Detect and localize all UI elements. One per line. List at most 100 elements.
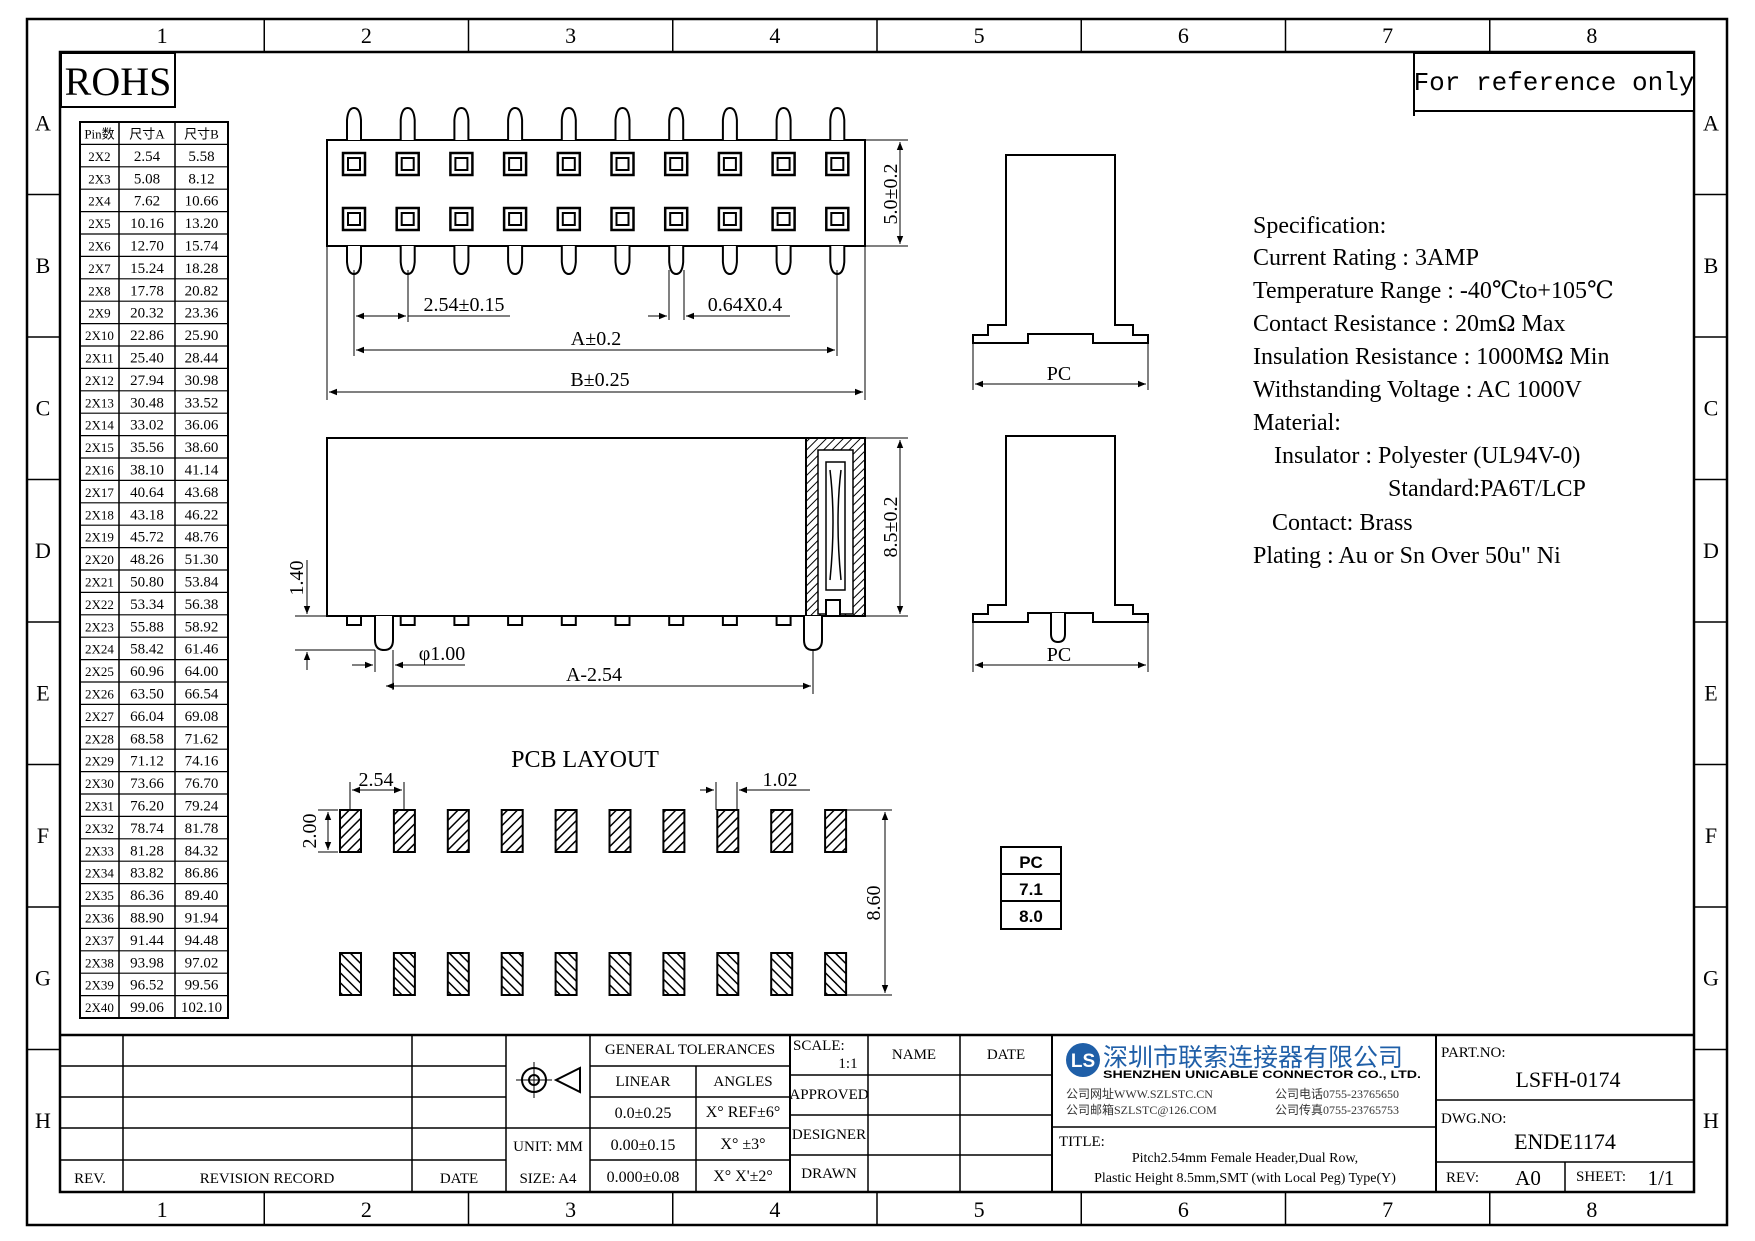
pitch-dim: 2.54±0.15 [424, 294, 505, 316]
pin-table-cell: 74.16 [185, 754, 219, 770]
pcb-layout-title: PCB LAYOUT [511, 747, 659, 773]
name-label: NAME [892, 1047, 936, 1063]
front-view: 8.5±0.2 1.40 φ1.00 A-2.54 [286, 437, 908, 694]
pin-table-cell: 50.80 [130, 575, 164, 591]
pc-table-header: PC [1019, 853, 1043, 872]
frame-row-label: E [36, 680, 49, 705]
pcb-pad [339, 809, 362, 853]
front-view-body [326, 437, 866, 617]
side-view-upper [972, 154, 1149, 390]
company-logo-mark: LS [1071, 1051, 1095, 1072]
pin-table-cell: 96.52 [130, 978, 164, 994]
pc-table: PC 7.1 8.0 [1000, 846, 1062, 930]
frame-column-label: 8 [1586, 23, 1597, 48]
frame-row-label: H [35, 1108, 51, 1133]
spec-line: Contact Resistance : 20mΩ Max [1253, 311, 1565, 337]
pin-table-cell: 79.24 [185, 799, 219, 815]
smt-leg [721, 615, 738, 626]
pcb-pad-width-dim: 1.02 [763, 769, 798, 791]
pin-table-cell: 51.30 [185, 552, 219, 568]
pin-table-cell: 2X14 [85, 418, 114, 433]
pin-table-cell: 58.92 [185, 619, 219, 635]
general-tolerances-label: GENERAL TOLERANCES [605, 1042, 775, 1058]
pcb-pad [392, 952, 416, 996]
pin-table-cell: 2X21 [85, 575, 114, 590]
pin-tip [453, 246, 470, 276]
pin-table-cell: 8.12 [188, 171, 214, 187]
revision-record-label: REVISION RECORD [200, 1171, 335, 1187]
drawn-label: DRAWN [801, 1166, 857, 1182]
pin-table-cell: 2X27 [85, 709, 114, 724]
dim-a: A±0.2 [571, 328, 621, 350]
pcb-pad [824, 952, 848, 996]
pin-table-cell: 18.28 [185, 261, 219, 277]
pin-table-cell: 2X31 [85, 799, 114, 814]
date-label: DATE [440, 1171, 478, 1187]
linear-tolerance: 0.0±0.25 [615, 1105, 672, 1122]
front-height-dim: 8.5±0.2 [880, 497, 902, 558]
pin-tip [668, 246, 685, 276]
top-view-pin-tips-upper [346, 106, 846, 140]
pin-table-header: 尺寸B [184, 127, 219, 142]
pin-table-cell: 99.06 [130, 1000, 164, 1016]
pin-table-cell: 2X39 [85, 978, 114, 993]
title-block [60, 1033, 1694, 1192]
pin-table-cell: 2X40 [85, 1000, 114, 1015]
frame-row-label: B [1704, 253, 1719, 278]
pin-table-cell: 43.68 [185, 485, 219, 501]
smt-leg [399, 615, 416, 626]
pin-tip [560, 246, 577, 276]
pin-table-cell: 78.74 [130, 821, 164, 837]
pin-table-cell: 2X12 [85, 373, 114, 388]
pin-table-cell: 2X28 [85, 731, 114, 746]
pin-table-cell: 2X24 [85, 642, 114, 657]
pin-tip [507, 246, 524, 276]
pin-tip [399, 246, 416, 276]
pin-table-cell: 2X32 [85, 821, 114, 836]
pcb-pad [554, 809, 578, 853]
pin-table-cell: 2X7 [88, 261, 111, 276]
peg-right [803, 616, 823, 652]
linear-tolerance: 0.000±0.08 [607, 1169, 680, 1186]
rohs-label: ROHS [65, 59, 172, 104]
frame-column-label: 3 [565, 23, 576, 48]
pin-table-cell: 66.04 [130, 709, 164, 725]
pin-table-cell: 5.08 [134, 171, 160, 187]
pin-table-cell: 2X37 [85, 933, 114, 948]
projection-symbol-icon [516, 1062, 581, 1098]
pin-table-cell: 55.88 [130, 619, 164, 635]
size-label: SIZE: A4 [519, 1171, 577, 1187]
title-label: TITLE: [1059, 1134, 1105, 1150]
frame-row-label: E [1704, 680, 1717, 705]
frame-row-label: D [1703, 538, 1719, 563]
pin-tip [453, 106, 470, 140]
pin-tip [829, 106, 846, 140]
frame-row-label: C [1704, 395, 1719, 420]
pin-tip [721, 246, 738, 276]
pin-tip [507, 106, 524, 140]
scale-label: SCALE: [793, 1038, 845, 1054]
pin-table-cell: 53.84 [185, 575, 219, 591]
top-height-dim: 5.0±0.2 [880, 164, 902, 225]
dwg-no: ENDE1174 [1514, 1129, 1616, 1154]
frame-row-label: F [1705, 823, 1717, 848]
frame-row-label: G [35, 965, 51, 990]
pin-table-cell: 2X5 [88, 216, 110, 231]
frame-column-label: 1 [157, 23, 168, 48]
scale-value: 1:1 [838, 1056, 857, 1072]
pin-tip [721, 106, 738, 140]
pin-table-cell: 20.32 [130, 306, 164, 322]
pin-table-cell: 43.18 [130, 507, 164, 523]
pin-table-cell: 76.70 [185, 776, 219, 792]
spec-line: Contact: Brass [1272, 510, 1413, 536]
pcb-pads [339, 809, 848, 996]
frame-column-label: 7 [1382, 23, 1393, 48]
pin-table-cell: 2X38 [85, 955, 114, 970]
pc-table-value: 7.1 [1019, 880, 1043, 899]
pcb-pad [554, 952, 578, 996]
pin-table-cell: 2X6 [88, 239, 111, 254]
linear-label: LINEAR [616, 1074, 671, 1090]
pcb-pad [500, 952, 524, 996]
pin-tip [614, 106, 631, 140]
pin-table-cell: 33.02 [130, 418, 164, 434]
